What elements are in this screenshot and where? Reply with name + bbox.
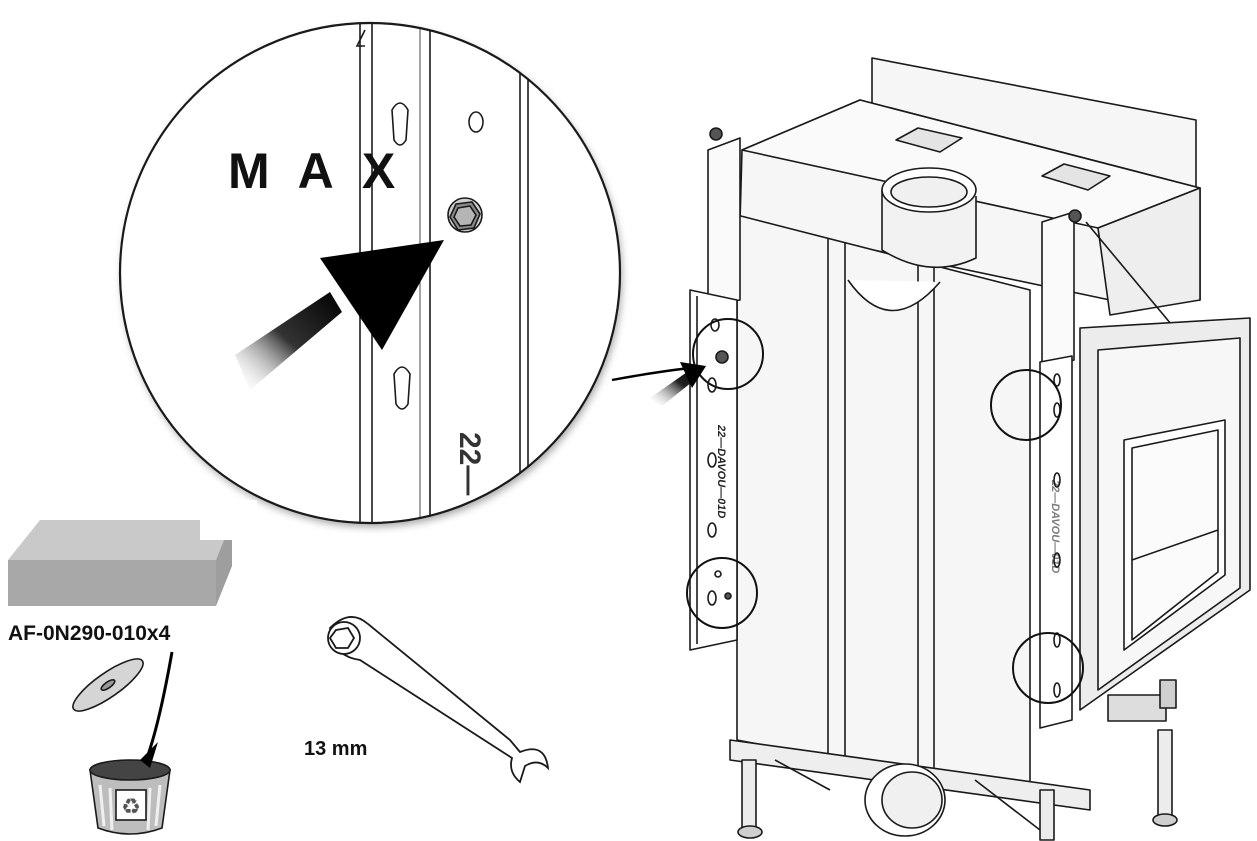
left-post	[707, 137, 741, 306]
arrow-icon	[146, 651, 174, 756]
highlight-circle-icon	[686, 557, 758, 629]
recycle-bin-icon: ♻	[72, 658, 171, 835]
highlight-circle-icon	[692, 318, 764, 390]
leg	[1039, 789, 1055, 841]
highlight-circles	[686, 318, 1084, 704]
right-bracket-marking: 22—DAVOU—01D	[1049, 479, 1061, 573]
left-bracket-marking: 22—DAVOU—01D	[715, 424, 727, 518]
arrow-icon	[235, 292, 342, 390]
magnifier-callout: 22—	[118, 21, 622, 525]
leg	[1157, 729, 1173, 821]
insulation-board	[8, 520, 232, 606]
plate-marking: 22—	[453, 432, 486, 495]
wrench-icon	[327, 616, 550, 784]
highlight-circle-icon	[1012, 632, 1084, 704]
leg	[741, 759, 757, 831]
insulation-board-label: AF-0N290-010x4	[8, 622, 171, 645]
recycle-symbol-icon: ♻	[121, 795, 141, 820]
fireplace-insert	[689, 57, 1251, 841]
right-bracket	[1039, 355, 1073, 729]
wrench-size-label: 13 mm	[304, 738, 368, 760]
right-post	[1041, 211, 1075, 371]
highlight-circle-icon	[990, 369, 1062, 441]
left-bracket	[689, 289, 738, 651]
max-label: M A X	[228, 143, 404, 199]
